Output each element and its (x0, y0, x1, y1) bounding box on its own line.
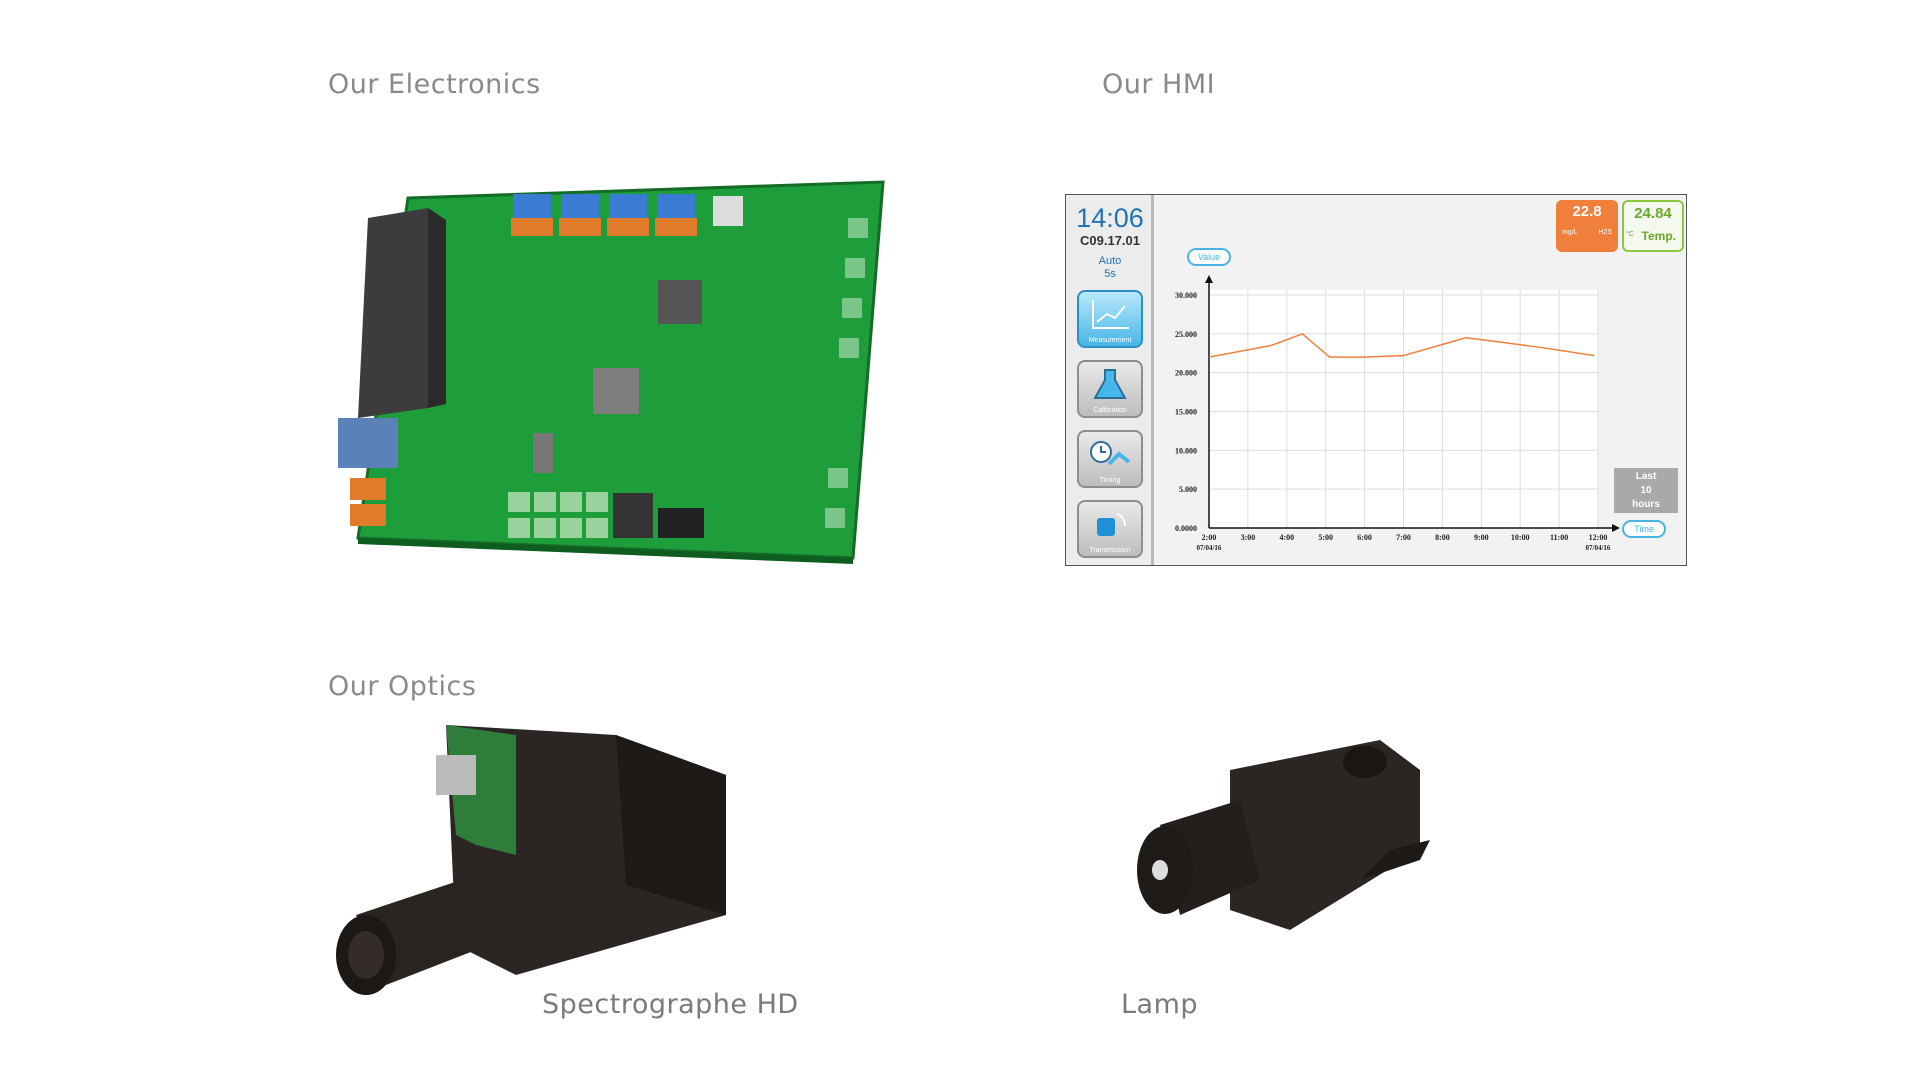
lamp-caption: Lamp (1121, 989, 1199, 1020)
chart-y-tick-label: 25.000 (1175, 330, 1197, 339)
clock-icon (1090, 441, 1131, 466)
chart-y-tick-label: 5.000 (1179, 485, 1197, 494)
chart-start-date: 07/04/16 (1197, 544, 1222, 552)
chart-x-tick-label: 6:00 (1357, 533, 1372, 542)
signal-icon (1097, 513, 1126, 536)
chart-x-tick-label: 8:00 (1435, 533, 1450, 542)
primary-name: H2S (1598, 229, 1612, 236)
chart-x-tick-label: 5:00 (1318, 533, 1333, 542)
primary-value: 22.8 (1572, 203, 1602, 220)
temperature-name: Temp. (1641, 229, 1676, 243)
measurement-chart: 2:00 3:00 4:00 5:00 6:00 7:00 8:00 9:00 10:00 11:… (1175, 275, 1620, 552)
transmission-label: Transmission (1089, 547, 1131, 554)
chart-x-tick-label: 9:00 (1474, 533, 1489, 542)
chart-series-line (1208, 332, 1595, 358)
chart-y-tick-label: 30.000 (1175, 291, 1197, 300)
measurement-label: Measurement (1088, 337, 1132, 344)
primary-measurement-badge: 22.8 mg/L H2S (1556, 200, 1618, 252)
range-line-3: hours (1632, 499, 1660, 510)
chart-x-tick-label: 2:00 (1202, 533, 1217, 542)
calibration-button[interactable]: Calibration (1077, 360, 1143, 418)
value-axis-button[interactable]: Value (1187, 248, 1231, 266)
electronics-heading: Our Electronics (328, 69, 541, 100)
primary-unit: mg/L (1562, 229, 1578, 236)
usb-port-icon (338, 418, 398, 468)
lamp-image (1137, 740, 1430, 930)
spectrographe-image (336, 725, 726, 995)
range-selector[interactable]: Last 10 hours (1614, 468, 1678, 513)
chart-x-tick-label: 12:00 (1589, 533, 1608, 542)
range-line-1: Last (1635, 471, 1657, 482)
hmi-interval: 5s (1104, 268, 1116, 280)
electronics-board-image (338, 180, 885, 564)
hmi-mode: Auto 5s (1066, 255, 1154, 281)
chart-y-tick-label: 0.0000 (1175, 524, 1197, 533)
optics-heading: Our Optics (328, 671, 477, 702)
hmi-heading: Our HMI (1102, 69, 1216, 100)
chart-x-tick-label: 3:00 (1241, 533, 1256, 542)
chart-x-tick-label: 7:00 (1396, 533, 1411, 542)
time-axis-button[interactable]: Time (1622, 520, 1666, 538)
range-line-2: 10 (1640, 485, 1652, 496)
chart-x-tick-label: 10:00 (1511, 533, 1530, 542)
temperature-value: 24.84 (1634, 205, 1672, 222)
temperature-badge: 24.84 °C Temp. (1622, 200, 1684, 252)
power-module-icon (358, 208, 428, 418)
hmi-mode-label: Auto (1098, 255, 1122, 267)
hmi-code: C09.17.01 (1080, 233, 1140, 248)
temperature-unit: °C (1626, 231, 1634, 238)
calibration-label: Calibration (1093, 407, 1127, 414)
chart-y-axis-arrow (1205, 275, 1213, 283)
flask-icon (1093, 369, 1127, 399)
hmi-sidebar: 14:06 C09.17.01 Auto 5s Measurement Cali… (1066, 195, 1154, 565)
chart-end-date: 07/04/16 (1586, 544, 1611, 552)
chart-x-axis-arrow (1612, 524, 1620, 532)
chart-y-tick-label: 20.000 (1175, 369, 1197, 378)
blue-connectors-icon (513, 194, 695, 222)
chart-y-tick-label: 15.000 (1175, 408, 1197, 417)
chart-icon (1092, 300, 1129, 329)
hmi-screen: 14:06 C09.17.01 Auto 5s Measurement Cali… (1065, 194, 1687, 566)
spectrographe-caption: Spectrographe HD (542, 989, 799, 1020)
chart-x-tick-label: 4:00 (1279, 533, 1294, 542)
chart-y-tick-label: 10.000 (1175, 446, 1197, 455)
hmi-clock: 14:06 (1076, 203, 1144, 233)
timing-label: Timing (1099, 477, 1121, 484)
chart-x-tick-label: 11:00 (1550, 533, 1568, 542)
measurement-button[interactable]: Measurement (1077, 290, 1143, 348)
transmission-button[interactable]: Transmission (1077, 500, 1143, 558)
chip-icon (658, 280, 702, 324)
timing-button[interactable]: Timing (1077, 430, 1143, 488)
